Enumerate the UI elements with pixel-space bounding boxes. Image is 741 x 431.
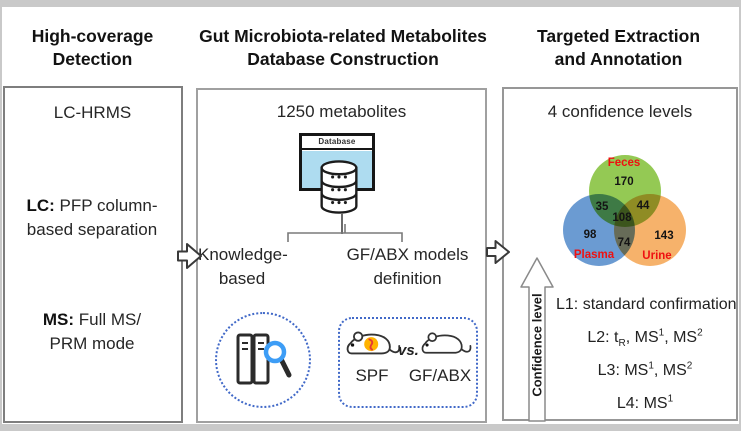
venn-plasma-only-value: 98 [583, 229, 597, 241]
metabolite-count-label: 1250 metabolites [276, 102, 407, 121]
database-window-title: Database [302, 136, 372, 150]
lc-method-label: LC: PFP column-based separation [14, 194, 170, 242]
confidence-level-l3: L3: MS1, MS2 [556, 354, 734, 387]
ms-method-label: MS: Full MS/ PRM mode [32, 308, 152, 356]
superscript: 1 [658, 327, 665, 339]
confidence-level-arrow-icon [520, 257, 554, 422]
label-line: definition [373, 269, 442, 288]
panel-detection [3, 86, 183, 423]
confidence-axis-label: Confidence level [529, 293, 545, 397]
venn-plasma-urine-value: 74 [617, 237, 631, 249]
title-line: Database Construction [247, 49, 439, 69]
database-cylinder-icon [320, 160, 358, 214]
column-title-database-construction: Gut Microbiota-related Metabolites Datab… [178, 25, 508, 71]
column-title-detection: High-coverage Detection [3, 25, 182, 71]
title-line: Gut Microbiota-related Metabolites [199, 26, 487, 46]
lc-text: PFP column-based separation [26, 196, 158, 239]
level-text: , MS [625, 329, 659, 346]
venn-urine-circle [614, 194, 686, 266]
level-text: L1: standard confirmation [556, 296, 737, 313]
title-line: and Annotation [554, 49, 683, 69]
venn-all-three-value: 108 [612, 212, 632, 224]
gfabx-models-dashed-box [338, 317, 478, 408]
venn-feces-label: Feces [607, 157, 641, 169]
confidence-levels-list: L1: standard confirmation L2: tR, MS1, M… [556, 288, 737, 420]
knowledge-dashed-circle [215, 312, 311, 408]
books-magnifier-icon [236, 333, 292, 385]
branch-bracket [287, 224, 403, 242]
gfabx-mouse-icon [421, 332, 472, 354]
title-line: Detection [52, 49, 133, 69]
level-text: L3: MS [597, 362, 649, 379]
superscript: 1 [667, 393, 674, 405]
confidence-level-l2: L2: tR, MS1, MS2 [556, 321, 734, 354]
venn-diagram: Feces 170 35 44 108 98 143 74 Plasma Uri… [550, 140, 710, 280]
confidence-levels-subtitle: 4 confidence levels [547, 102, 693, 121]
column-title-extraction-annotation: Targeted Extraction and Annotation [496, 25, 741, 71]
venn-urine-label: Urine [642, 250, 672, 262]
vs-label: vs. [398, 342, 419, 359]
lc-prefix: LC: [26, 196, 55, 215]
ms-prefix: MS: [42, 310, 75, 329]
ms-text: Full MS/ PRM mode [49, 310, 142, 353]
subscript: R [618, 338, 626, 350]
flow-right-arrow-icon [486, 240, 510, 264]
venn-feces-only-value: 170 [614, 176, 634, 188]
venn-plasma-label: Plasma [573, 249, 615, 261]
spf-mouse-icon [346, 331, 401, 355]
level-text: L4: MS [616, 395, 668, 412]
superscript: 2 [697, 327, 703, 339]
label-line: GF/ABX models [346, 245, 469, 264]
gfabx-models-label: GF/ABX models definition [330, 243, 485, 291]
level-text: , MS [664, 329, 698, 346]
gfabx-label: GF/ABX [408, 366, 472, 385]
confidence-level-l1: L1: standard confirmation [556, 288, 737, 321]
title-line: Targeted Extraction [536, 26, 701, 46]
venn-feces-urine-value: 44 [636, 200, 650, 212]
knowledge-based-label: Knowledge- based [198, 243, 288, 291]
title-line: High-coverage [31, 26, 154, 46]
label-line: based [218, 269, 266, 288]
superscript: 1 [648, 360, 654, 372]
connector-line [341, 213, 343, 234]
flow-right-arrow-icon [177, 243, 202, 269]
superscript: 2 [686, 360, 693, 372]
venn-urine-only-value: 143 [654, 230, 674, 242]
level-text: , MS [653, 362, 687, 379]
confidence-level-l4: L4: MS1 [556, 387, 734, 420]
venn-feces-plasma-value: 35 [595, 201, 609, 213]
level-text: L2: t [587, 329, 619, 346]
label-line: Knowledge- [198, 245, 288, 264]
lc-hrms-label: LC-HRMS [53, 103, 132, 122]
spf-label: SPF [355, 366, 389, 385]
